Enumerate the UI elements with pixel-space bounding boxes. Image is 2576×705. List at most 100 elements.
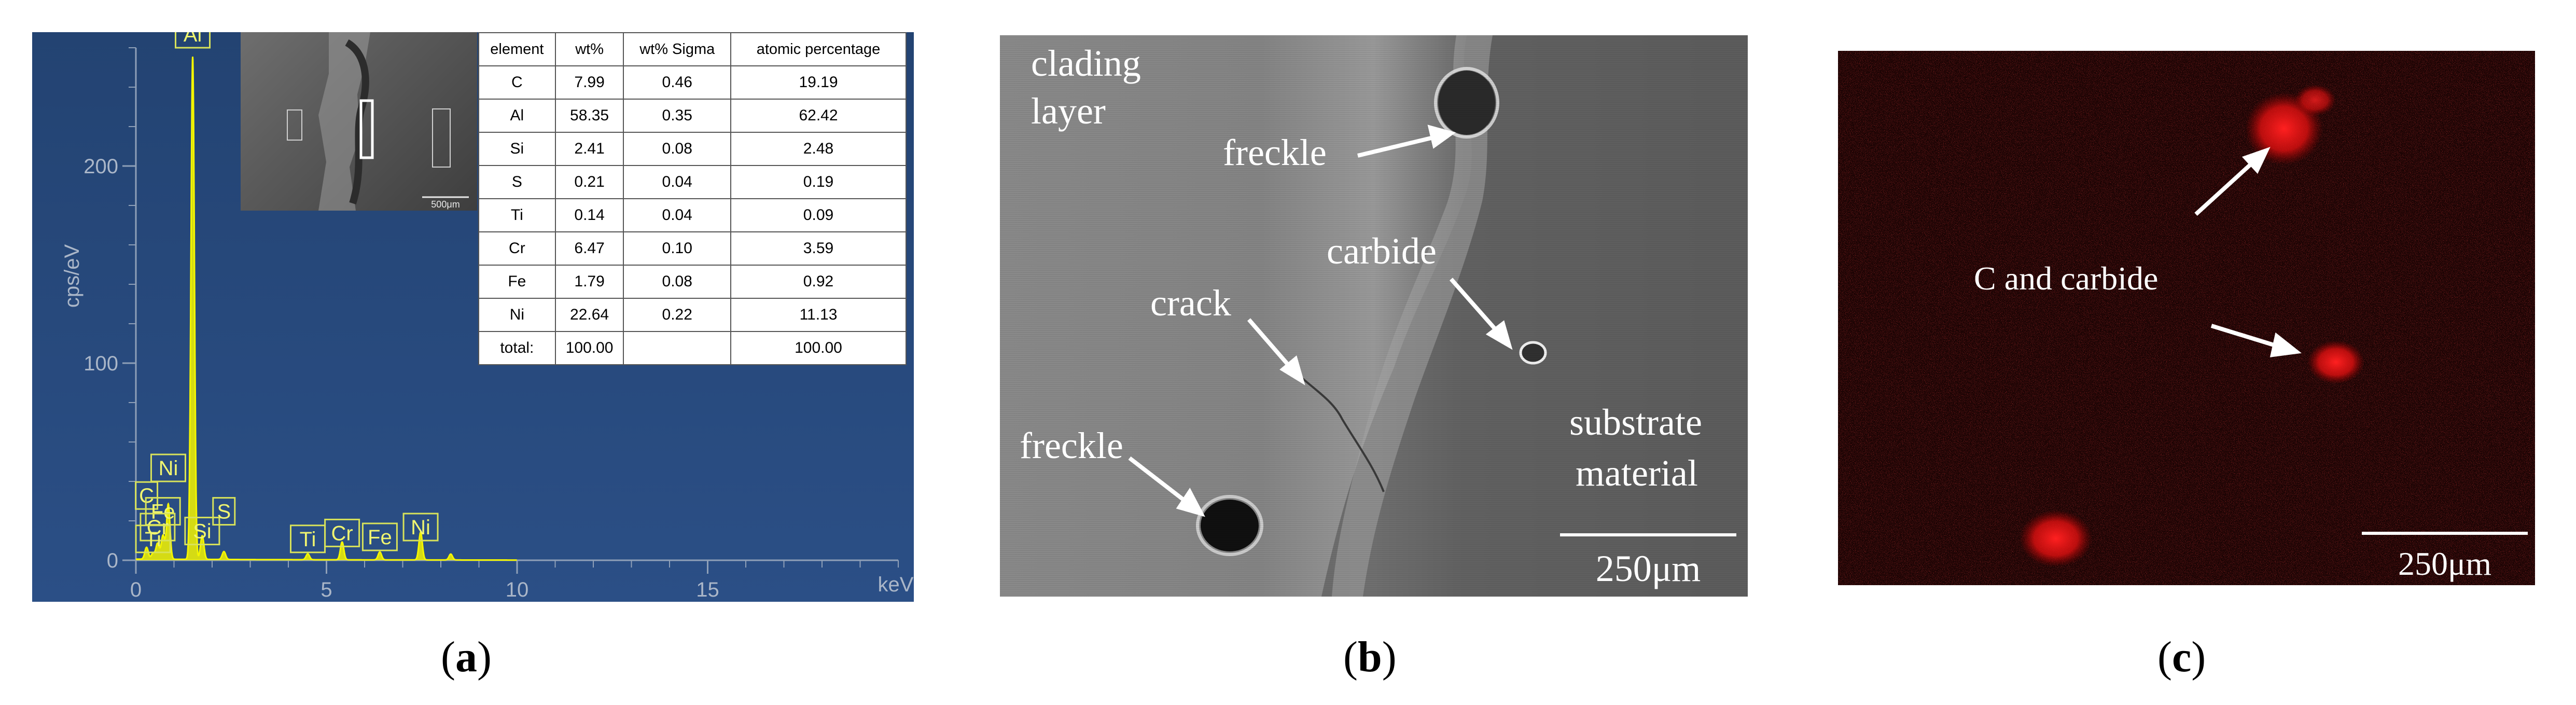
table-cell: 2.41 [554,132,624,166]
label-carbide: carbide [1327,230,1437,272]
table-cell: 11.13 [730,298,907,332]
table-cell: Ni [478,298,556,332]
peak-label: Fe [368,526,392,549]
inset-spot-box [432,108,451,168]
table-cell: 6.47 [554,231,624,266]
peak-label-box [361,522,398,551]
table-cell: 0.35 [623,99,731,133]
table-cell: Al [478,99,556,133]
label-c-and-carbide: C and carbide [1974,260,2158,297]
y-tick-label: 0 [107,549,118,572]
table-cell: 0.22 [623,298,731,332]
carbide-hotspot-top-tail [2294,85,2336,116]
table-cell [623,331,731,365]
peak-label: Si [193,520,212,543]
table-cell: 100.00 [554,331,624,365]
table-cell: C [478,65,556,100]
peak-label: Ni [159,457,178,480]
peak-label-box [212,497,236,526]
caption-c: (c) [2157,633,2206,681]
inset-bright-region [318,32,370,211]
scale-bar-text: 250μm [1596,548,1701,589]
table-cell: 0.08 [623,265,731,299]
peak-label-box [402,513,439,542]
peak-label: Fe [151,501,175,523]
table-cell: 1.79 [554,265,624,299]
spectrum-peaks [136,57,517,561]
scale-bar-text: 250μm [2398,545,2491,582]
x-tick-label: 0 [130,578,142,601]
x-axis-unit: keV [878,573,914,596]
x-tick-label: 10 [506,578,529,601]
peak-label: Cr [147,516,169,539]
map-arrows [2194,147,2302,357]
peak-label: Cr [331,522,353,545]
table-cell: 0.46 [623,65,731,100]
map-speckle [1838,51,2535,585]
table-cell: 0.08 [623,132,731,166]
label-cladding: clading [1031,43,1141,84]
table-cell: Si [478,132,556,166]
peak-label-box [135,524,171,554]
label-crack: crack [1150,282,1231,324]
table-cell: 3.59 [730,231,907,266]
table-cell: 0.04 [623,198,731,232]
table-header-cell: wt% Sigma [623,32,731,66]
x-tick-label: 5 [321,578,332,601]
label-freckle-bottom: freckle [1020,425,1123,466]
spectrum-line [136,57,517,561]
table-cell: 58.35 [554,99,624,133]
table-cell: Fe [478,265,556,299]
peak-label-box [150,453,186,482]
label-layer: layer [1031,90,1106,132]
x-tick-label: 15 [696,578,719,601]
table-cell: total: [478,331,556,365]
table-cell: S [478,165,556,199]
table-cell: 2.48 [730,132,907,166]
carbon-map-panel: C and carbide 250μm [1838,51,2535,585]
peak-label: Ti [145,528,161,551]
sem-micrograph-panel: clading layer freckle carbide crack frec… [1000,35,1748,597]
peak-label-box [324,518,360,547]
peak-label-box [184,517,220,546]
peak-label: S [217,501,231,523]
carbide-hotspot-middle [2307,340,2364,384]
table-cell: 0.09 [730,198,907,232]
table-cell: 7.99 [554,65,624,100]
table-cell: Cr [478,231,556,266]
label-substrate: substrate [1569,402,1702,443]
table-cell: 0.10 [623,231,731,266]
inset-spot-box [287,109,302,141]
table-cell: 0.19 [730,165,907,199]
table-header-cell: atomic percentage [730,32,907,66]
label-freckle-top: freckle [1223,132,1327,173]
annotation-arrows [1128,125,1513,517]
caption-a: (a) [441,633,492,681]
peak-label-box [175,32,211,49]
table-cell: 22.64 [554,298,624,332]
table-cell: 0.14 [554,198,624,232]
sem-scanlines [1000,35,1748,597]
table-cell: 19.19 [730,65,907,100]
table-cell: 62.42 [730,99,907,133]
inset-spot-box-main [359,99,374,159]
sem-inset-image: 500μm [241,32,477,211]
peak-label: Ti [300,528,316,551]
table-cell: 0.92 [730,265,907,299]
table-header-cell: wt% [554,32,624,66]
label-material: material [1576,452,1698,494]
peak-label: Al [184,32,202,46]
table-header-cell: element [478,32,556,66]
